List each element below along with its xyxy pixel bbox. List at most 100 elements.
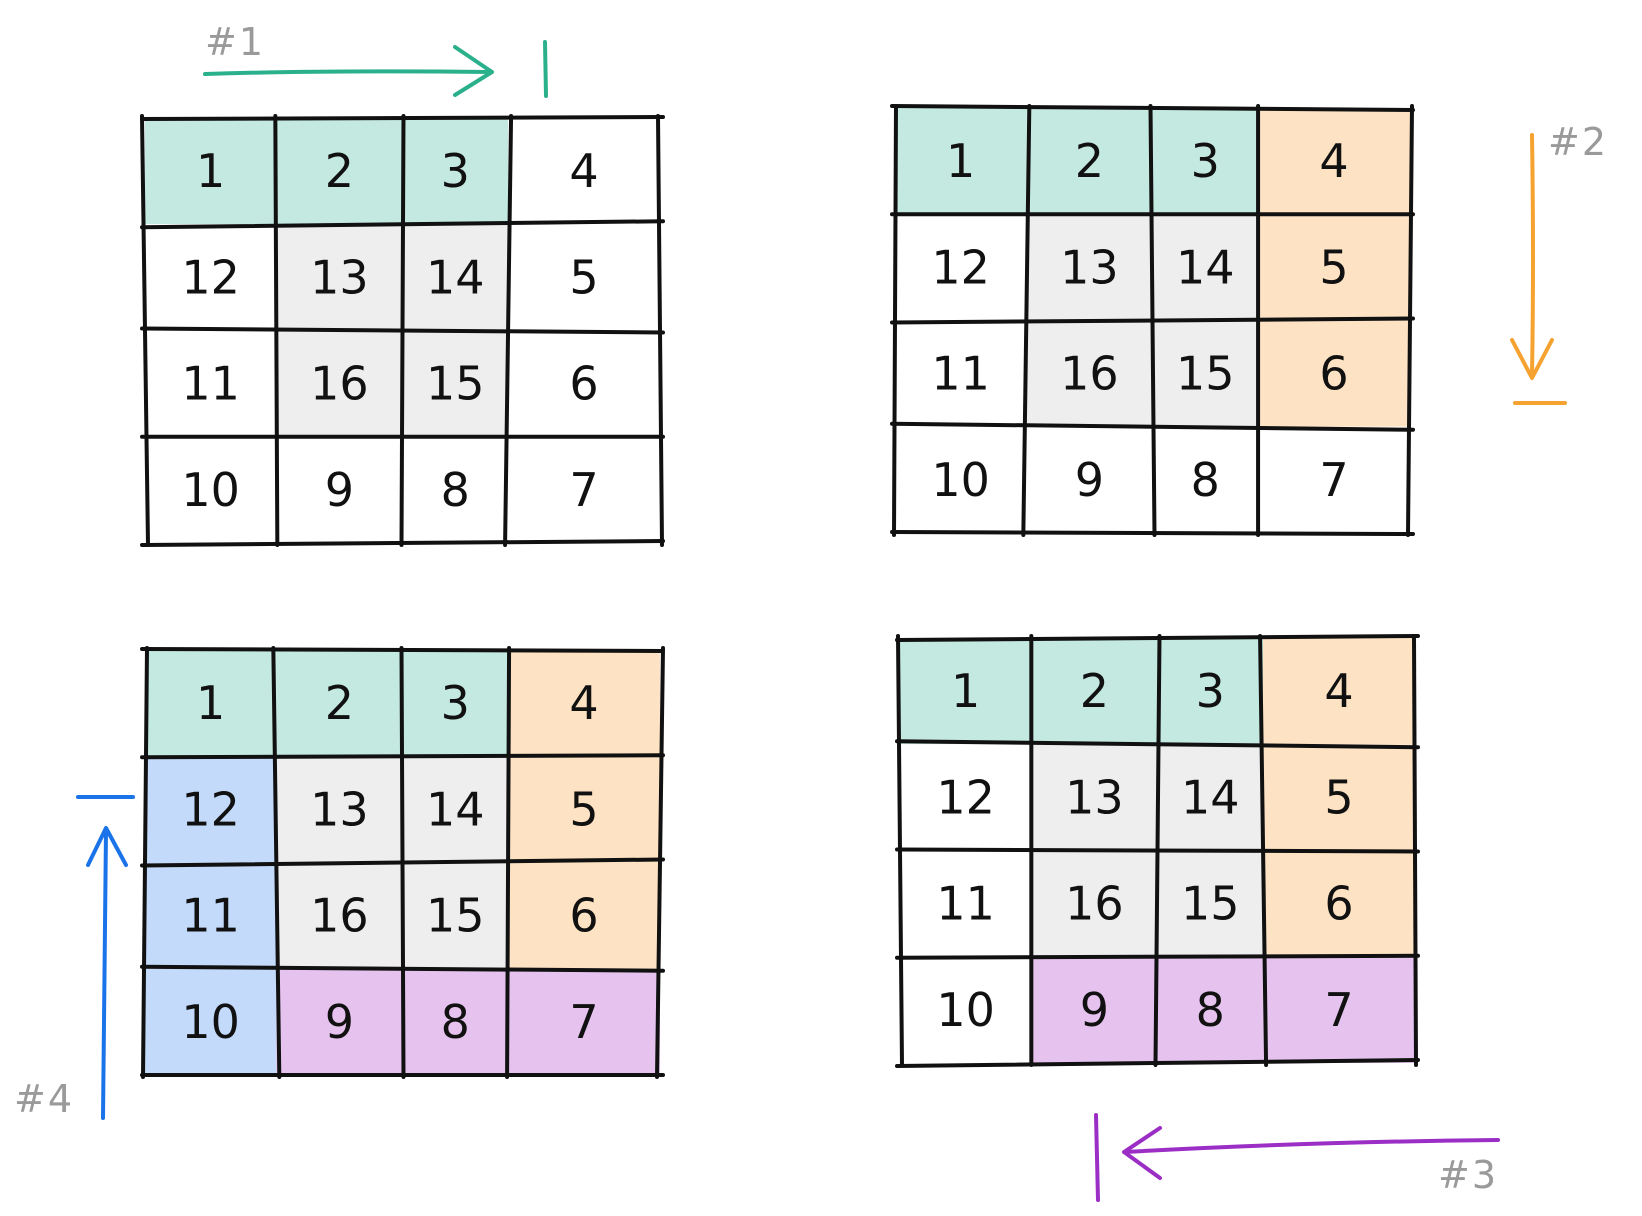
cell-number: 12 <box>936 770 995 824</box>
cell-number: 6 <box>1324 877 1353 931</box>
cell-number: 6 <box>569 357 598 411</box>
cell-number: 5 <box>569 250 598 304</box>
grid-line-horizontal <box>140 964 665 973</box>
cell-number: 1 <box>946 134 975 188</box>
step-3-label: #3 <box>1438 1153 1498 1197</box>
grid-cell-gray <box>402 756 509 863</box>
grid-cell-teal <box>145 650 277 757</box>
grid-cell-white <box>508 118 660 225</box>
grid-line-vertical <box>1258 634 1269 1067</box>
step-4-label: #4 <box>14 1077 74 1121</box>
grid-cell-teal <box>276 118 403 225</box>
cell-number: 14 <box>1176 240 1235 294</box>
grid-line-vertical <box>1412 634 1418 1067</box>
cell-number: 3 <box>441 144 470 198</box>
grid-cell-orange <box>1258 108 1410 215</box>
cell-number: 7 <box>569 463 598 517</box>
grid-cell-white <box>508 330 660 437</box>
grid-line-vertical <box>655 646 665 1079</box>
grid-line-horizontal <box>890 421 1415 432</box>
grid-cell-orange <box>1263 744 1415 851</box>
grid-cell-teal <box>402 118 509 225</box>
grid-cell-white <box>1152 426 1259 533</box>
cell-number: 13 <box>1060 240 1119 294</box>
step-4-arrow <box>101 828 108 1120</box>
cell-number: 5 <box>569 782 598 836</box>
grid-cell-gray <box>276 224 403 331</box>
grid-cell-gray <box>1157 744 1264 851</box>
cell-number: 10 <box>181 463 240 517</box>
cell-number: 7 <box>569 995 598 1049</box>
step-1-label: #1 <box>205 20 265 64</box>
cell-number: 7 <box>1324 983 1353 1037</box>
cell-number: 6 <box>1319 347 1348 401</box>
grid-cell-gray <box>402 224 509 331</box>
cell-number: 14 <box>426 782 485 836</box>
grid-cell-purple <box>1157 956 1264 1063</box>
grid-cell-gray <box>1026 214 1153 321</box>
cell-number: 15 <box>1176 347 1235 401</box>
grid-cell-orange <box>1263 638 1415 745</box>
grid-cell-white <box>900 850 1032 957</box>
grid-cell-gray <box>1157 850 1264 957</box>
grid-cell-teal <box>276 650 403 757</box>
cell-number: 2 <box>325 676 354 730</box>
step-1-arrowhead <box>453 45 494 97</box>
cell-number: 1 <box>951 664 980 718</box>
cell-number: 14 <box>1181 770 1240 824</box>
grid-cell-teal <box>1031 638 1158 745</box>
grid-cell-white <box>508 224 660 331</box>
grid-cell-white <box>900 744 1032 851</box>
cell-number: 3 <box>1196 664 1225 718</box>
cell-number: 9 <box>1080 983 1109 1037</box>
grid-cell-purple <box>1263 956 1415 1063</box>
grid-line-horizontal <box>895 953 1420 960</box>
grid-cell-white <box>402 436 509 543</box>
grid-cell-blue <box>145 862 277 969</box>
cell-number: 14 <box>426 250 485 304</box>
grid-cell-teal <box>1026 108 1153 215</box>
grid-cell-teal <box>1152 108 1259 215</box>
cell-number: 2 <box>1080 664 1109 718</box>
grid-cell-gray <box>402 330 509 437</box>
cell-number: 6 <box>569 889 598 943</box>
grid-cell-gray <box>1031 744 1158 851</box>
cell-number: 16 <box>1060 347 1119 401</box>
grid-line-horizontal <box>890 316 1415 325</box>
cell-number: 12 <box>931 240 990 294</box>
grid-cell-teal <box>402 650 509 757</box>
grid-cell-orange <box>1258 214 1410 321</box>
cell-number: 2 <box>325 144 354 198</box>
cell-number: 12 <box>181 782 240 836</box>
cell-number: 8 <box>1191 453 1220 507</box>
cell-number: 7 <box>1319 453 1348 507</box>
grid-cell-teal <box>1157 638 1264 745</box>
grid-cell-gray <box>1152 214 1259 321</box>
cell-number: 15 <box>426 889 485 943</box>
cell-number: 16 <box>1065 877 1124 931</box>
cell-number: 3 <box>1191 134 1220 188</box>
grid-cell-white <box>145 330 277 437</box>
cell-number: 12 <box>181 250 240 304</box>
cell-number: 8 <box>1196 983 1225 1037</box>
step-4-arrowhead <box>86 826 128 867</box>
grid-cell-gray <box>276 330 403 437</box>
grid-cell-purple <box>1031 956 1158 1063</box>
cell-number: 8 <box>441 463 470 517</box>
step-2-arrow <box>1530 133 1535 377</box>
grid-line-vertical <box>141 646 149 1079</box>
cell-number: 5 <box>1319 240 1348 294</box>
grid-cell-purple <box>508 968 660 1075</box>
grid-cell-gray <box>1152 320 1259 427</box>
grid-line-horizontal <box>895 847 1420 854</box>
grid-cell-white <box>1258 426 1410 533</box>
cell-number: 4 <box>569 676 598 730</box>
grid-cell-purple <box>402 968 509 1075</box>
cell-number: 4 <box>569 144 598 198</box>
cell-number: 4 <box>1319 134 1348 188</box>
cell-number: 1 <box>196 144 225 198</box>
grid-cell-white <box>145 436 277 543</box>
grid-cell-white <box>900 956 1032 1063</box>
